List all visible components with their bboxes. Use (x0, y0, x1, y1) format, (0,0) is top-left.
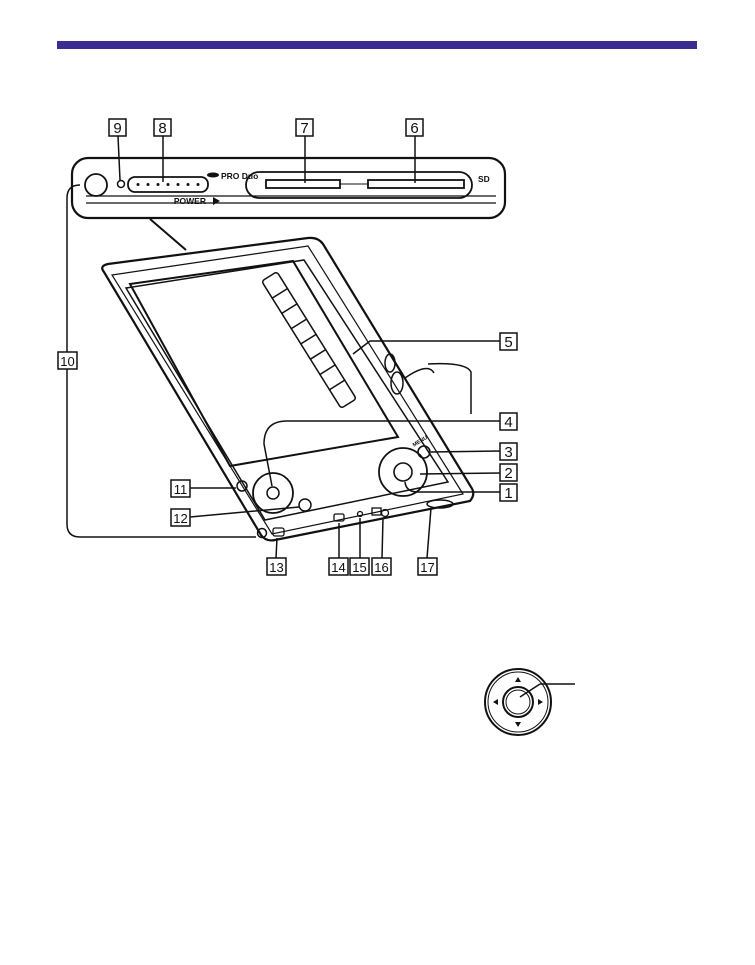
sd-label: SD (478, 174, 490, 184)
callout-label: 15 (352, 560, 366, 575)
callout-label: 9 (113, 120, 121, 137)
arrow-up-icon (515, 677, 521, 682)
callout-label: 4 (504, 414, 512, 431)
leader-lines (67, 136, 575, 697)
reader-device: MENU (102, 238, 473, 541)
callout-label: 2 (504, 465, 512, 482)
power-label: POWER (174, 196, 206, 206)
joystick-icon (485, 669, 551, 735)
callout-label: 16 (374, 560, 388, 575)
callout-label: 13 (269, 560, 283, 575)
e-ink-screen (130, 261, 398, 466)
memory-stick-logo (207, 173, 219, 178)
card-slot-housing (246, 172, 472, 198)
callout-label: 10 (60, 354, 74, 369)
power-arrow-icon (213, 197, 220, 205)
callout-label: 5 (504, 334, 512, 351)
callout-label: 7 (300, 120, 308, 137)
arrow-right-icon (538, 699, 543, 705)
callout-label: 11 (174, 482, 188, 497)
callout-label: 12 (173, 511, 187, 526)
joystick-ring (379, 448, 427, 496)
memory-stick-slot (266, 180, 340, 188)
sd-card-slot (368, 180, 464, 188)
page-buttons (262, 272, 357, 409)
callout-label: 3 (504, 444, 512, 461)
power-button-zoom (85, 174, 107, 196)
joystick-center (394, 463, 412, 481)
callout-label: 8 (158, 120, 166, 137)
callout-label: 14 (331, 560, 345, 575)
pro-duo-label: PRO Duo (221, 171, 258, 181)
zoom-ring (253, 473, 293, 513)
arrow-down-icon (515, 722, 521, 727)
side-button-pair (391, 372, 403, 394)
callout-label: 17 (420, 560, 434, 575)
arrow-left-icon (493, 699, 498, 705)
charge-indicator-zoom (118, 181, 125, 188)
top-edge-panel: POWER PRO Duo SD (72, 158, 505, 250)
callout-label: 1 (504, 485, 512, 502)
callout-label: 6 (410, 120, 418, 137)
bookmark-button (299, 499, 311, 511)
